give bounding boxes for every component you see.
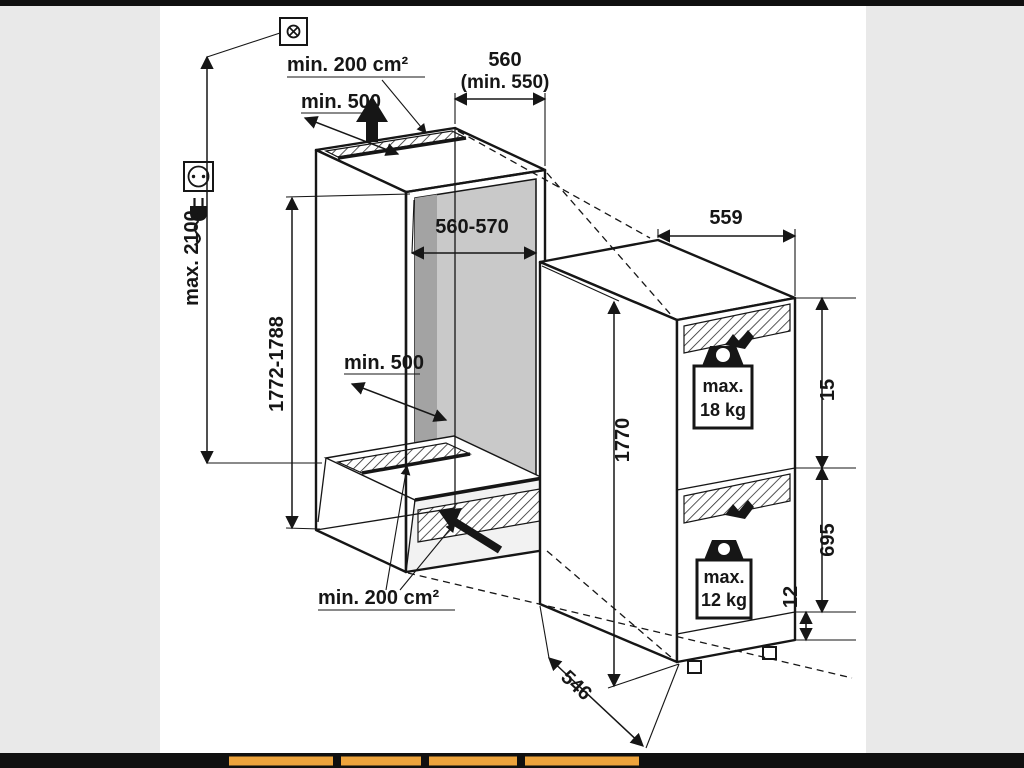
floor-front-edge <box>414 476 544 502</box>
plinth-gap-label: 12 <box>780 586 802 608</box>
niche-height-label: 1772-1788 <box>266 316 288 412</box>
vent-top-label: min. 200 cm² <box>287 54 409 76</box>
scrub-segment <box>229 756 333 766</box>
junction-box-icon <box>279 17 308 46</box>
door-mount-strip-lower <box>683 473 791 524</box>
door-mount-strip-upper <box>683 303 791 354</box>
niche-depth-label-secondary: (min. 550) <box>461 72 550 93</box>
appliance-left-face <box>538 260 679 664</box>
airflow-bottom-arrow-icon <box>438 508 503 554</box>
niche-depth-label-primary: 560 <box>488 49 521 71</box>
weight-upper-icon: max. 18 kg <box>692 346 754 430</box>
door-height-label: 695 <box>817 523 839 556</box>
socket-height-label: max. 2100 <box>181 210 203 306</box>
vent-top-width-label: min. 500 <box>301 91 381 113</box>
upper-weight-label-max: max. <box>702 376 743 396</box>
scrub-segment <box>341 756 421 766</box>
appliance-width-label: 559 <box>709 207 742 229</box>
floor-vent-edge <box>361 452 471 475</box>
niche-bottom-back-edge <box>315 507 456 531</box>
bottom-scrub-segments <box>229 756 639 766</box>
power-socket-icon <box>183 161 214 192</box>
door-split-line <box>676 467 796 491</box>
mount-bracket-upper <box>725 330 754 349</box>
lower-weight-label-max: max. <box>703 567 744 587</box>
appliance-foot <box>762 646 777 660</box>
plinth-corner-edge <box>317 457 327 523</box>
scrub-segment <box>429 756 517 766</box>
upper-weight-label-value: 18 kg <box>700 400 746 420</box>
dimensions: max. 2100 1772-1788 min. 200 cm² min. 50… <box>181 32 856 749</box>
mount-bracket-lower <box>725 500 754 519</box>
lower-weight-label-value: 12 kg <box>701 590 747 610</box>
scrub-segment <box>525 756 639 766</box>
top-bar <box>0 0 1024 6</box>
floor-vent-width-label: min. 500 <box>344 352 424 374</box>
niche-width-label: 560-570 <box>435 216 508 238</box>
top-gap-label: 15 <box>817 379 839 401</box>
appliance-foot <box>687 660 702 674</box>
vent-bottom-label: min. 200 cm² <box>318 587 440 609</box>
construction-lines <box>407 130 853 679</box>
plinth-line <box>676 611 796 635</box>
niche-group <box>314 96 547 574</box>
appliance-group: max. 18 kg max. 12 kg <box>538 238 797 674</box>
weight-lower-icon: max. 12 kg <box>695 540 753 620</box>
appliance-height-label: 1770 <box>612 418 634 463</box>
